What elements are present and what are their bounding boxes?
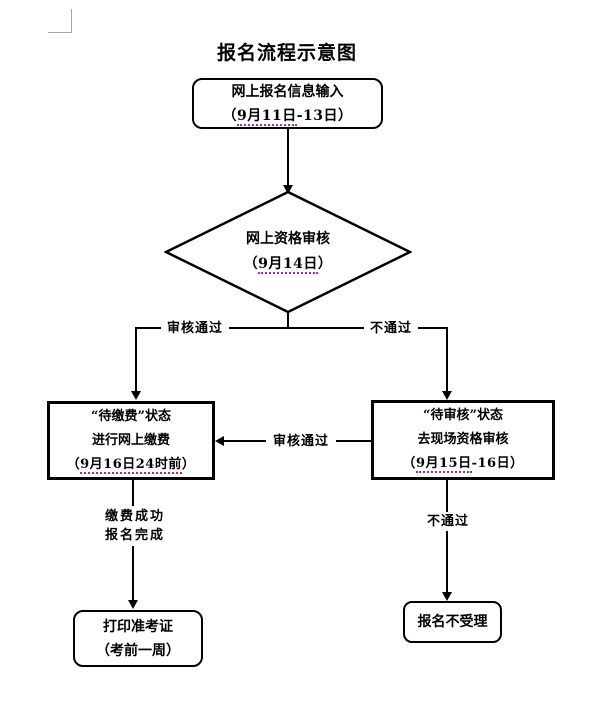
node-print-line1: 打印准考证 [103,618,173,635]
spellcheck-underline: 9月11日 [236,107,297,126]
node-pay-line1: “待缴费”状态 [91,408,171,424]
edge-label-onsite-pass: 审核通过 [266,432,336,451]
edge-label-review-pass: 审核通过 [161,319,229,338]
flowchart-title: 报名流程示意图 [216,42,357,64]
connector-onsite-reject [446,480,448,592]
connector-split-onsite [446,327,448,391]
node-pay: “待缴费”状态 进行网上缴费 （9月16日24时前） [47,401,215,480]
arrowhead-down-icon [131,391,141,400]
edge-label-onsite-fail: 不通过 [420,512,476,531]
node-reject: 报名不受理 [403,601,502,643]
node-start-line1: 网上报名信息输入 [231,83,344,100]
arrowhead-down-icon [283,185,293,194]
page-margin-corner-mark [48,32,72,33]
edge-label-review-fail: 不通过 [364,319,418,338]
node-review-line1: 网上资格审核 [246,231,330,247]
arrowhead-down-icon [442,391,452,400]
spellcheck-underline: 9月15日 [415,456,472,473]
node-onsite-date: （9月15日-16日） [402,456,524,473]
connector-split-pay [135,327,137,391]
spellcheck-underline: 9月16日24时前 [80,456,182,474]
node-start: 网上报名信息输入 （9月11日-13日） [192,78,383,129]
connector-start-review [287,129,289,186]
node-review-text: 网上资格审核 （9月14日） [188,227,388,277]
node-onsite: “待审核”状态 去现场资格审核 （9月15日-16日） [371,400,555,480]
node-start-date: （9月11日-13日） [222,107,353,126]
connector-split-bar [136,327,448,329]
connector-review-split [287,312,289,328]
node-review-date: （9月14日） [243,256,333,274]
node-onsite-line1: “待审核”状态 [423,408,503,423]
page-margin-corner-mark [71,9,72,33]
spellcheck-underline: 9月14日 [258,256,318,274]
edge-label-pay-done: 缴费成功 报名完成 [97,506,173,546]
node-print: 打印准考证 （考前一周） [73,610,203,667]
node-print-line2: （考前一周） [96,642,180,659]
arrowhead-down-icon [128,600,138,609]
node-pay-line2: 进行网上缴费 [91,432,170,448]
arrowhead-down-icon [442,592,452,601]
node-pay-date: （9月16日24时前） [66,456,196,474]
arrowhead-left-icon [215,436,224,446]
node-reject-line1: 报名不受理 [417,614,488,630]
node-onsite-line2: 去现场资格审核 [417,432,509,447]
